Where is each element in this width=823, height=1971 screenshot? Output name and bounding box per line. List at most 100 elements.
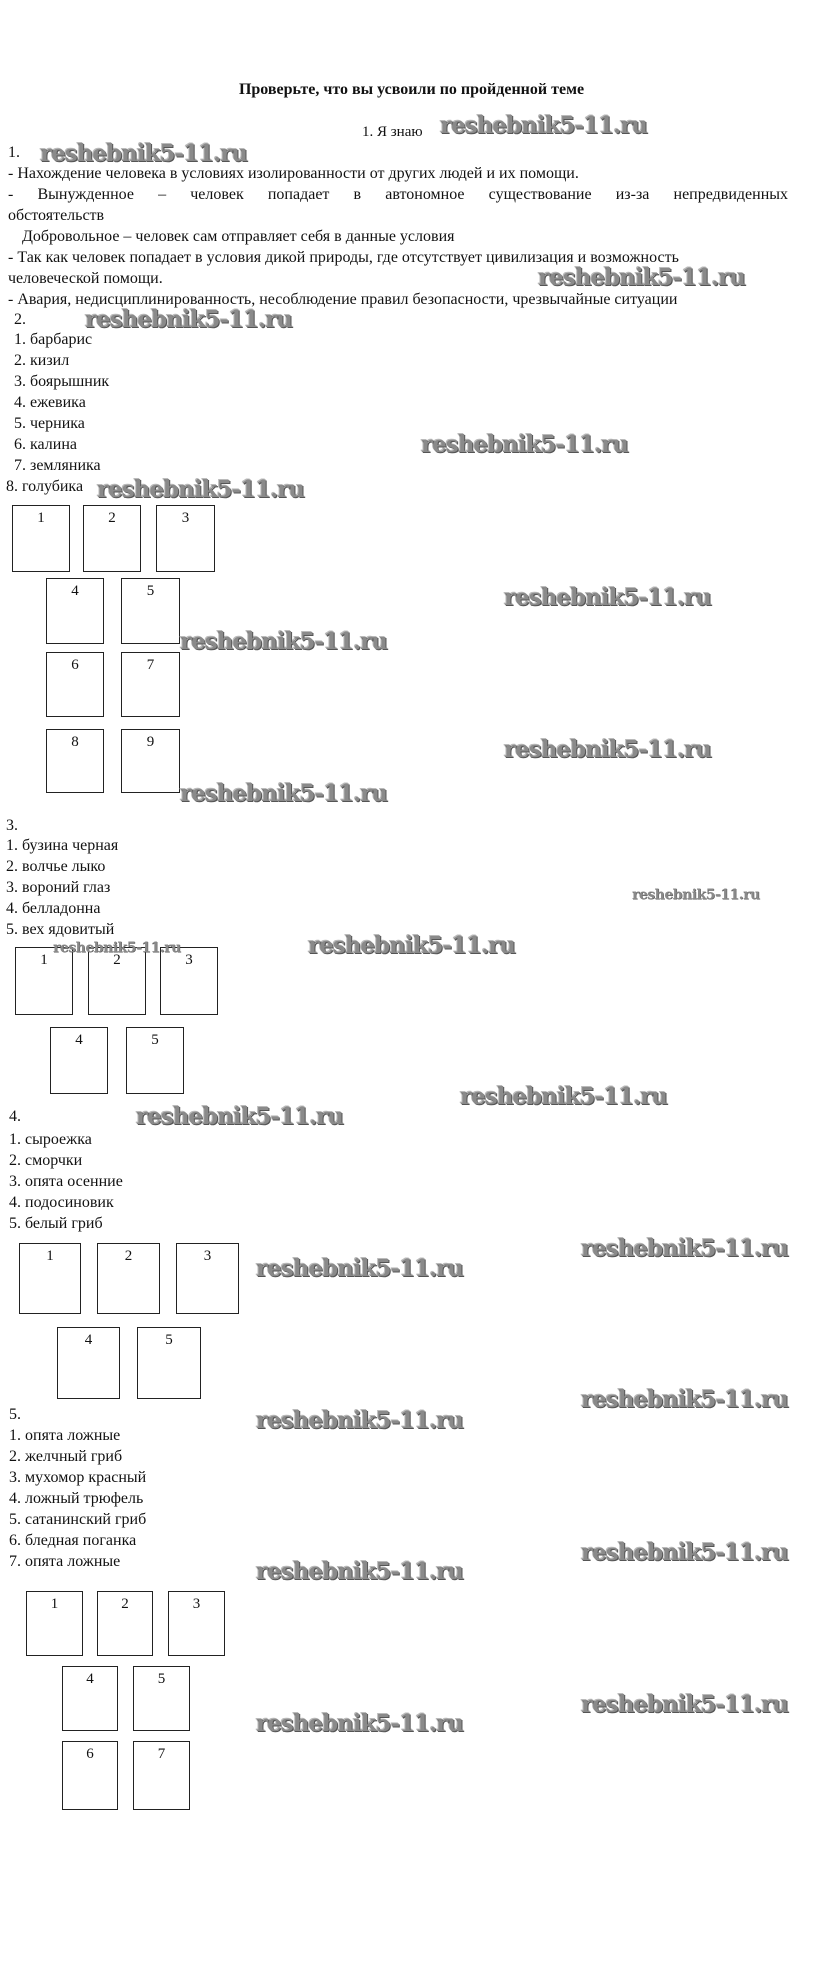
answer-line: человеческой помощи. bbox=[8, 270, 163, 287]
list-item: 2. желчный гриб bbox=[9, 1448, 123, 1465]
watermark: reshebnik5-11.ru bbox=[256, 1255, 464, 1282]
answer-box: 2 bbox=[97, 1591, 153, 1656]
list-item: 5. сатанинский гриб bbox=[9, 1511, 147, 1528]
task-1-answers: - Нахождение человека в условиях изолиро… bbox=[8, 163, 788, 310]
watermark: reshebnik5-11.ru bbox=[180, 780, 388, 807]
list-item: 4. ложный трюфель bbox=[9, 1490, 144, 1507]
task4-number: 4. bbox=[9, 1108, 21, 1125]
box-number: 1 bbox=[37, 510, 45, 526]
list-item: 4. ежевика bbox=[14, 394, 86, 411]
answer-box: 3 bbox=[168, 1591, 225, 1656]
task2-number: 2. bbox=[14, 311, 26, 328]
list-item: 3. боярышник bbox=[14, 373, 110, 390]
answer-box: 3 bbox=[176, 1243, 239, 1314]
answer-box: 7 bbox=[121, 652, 180, 717]
answer-box: 1 bbox=[19, 1243, 81, 1314]
watermark: reshebnik5-11.ru bbox=[504, 736, 712, 763]
list-item: 6. калина bbox=[14, 436, 77, 453]
box-number: 3 bbox=[203, 1248, 212, 1264]
list-item: 7. опята ложные bbox=[9, 1553, 121, 1570]
box-number: 5 bbox=[146, 583, 155, 599]
watermark: reshebnik5-11.ru bbox=[581, 1386, 789, 1413]
watermark: reshebnik5-11.ru bbox=[581, 1691, 789, 1718]
answer-box: 5 bbox=[121, 578, 180, 644]
list-item: 2. волчье лыко bbox=[6, 858, 106, 875]
box-number: 6 bbox=[86, 1746, 94, 1762]
list-item: 3. вороний глаз bbox=[6, 879, 111, 896]
list-item: 1. сыроежка bbox=[9, 1131, 92, 1148]
watermark: reshebnik5-11.ru bbox=[256, 1710, 464, 1737]
box-number: 1 bbox=[50, 1596, 59, 1612]
box-number: 3 bbox=[181, 510, 190, 526]
box-number: 2 bbox=[108, 510, 116, 526]
answer-box: 6 bbox=[46, 652, 104, 717]
answer-box: 2 bbox=[83, 505, 141, 572]
answer-box: 4 bbox=[46, 578, 104, 644]
box-number: 4 bbox=[71, 583, 79, 599]
answer-box: 7 bbox=[133, 1741, 190, 1810]
answer-box: 8 bbox=[46, 729, 104, 793]
page-title: Проверьте, что вы усвоили по пройденной … bbox=[238, 81, 585, 98]
list-item: 5. белый гриб bbox=[9, 1215, 103, 1232]
watermark: reshebnik5-11.ru bbox=[460, 1083, 668, 1110]
list-item: 6. бледная поганка bbox=[9, 1532, 137, 1549]
box-number: 1 bbox=[46, 1248, 54, 1264]
answer-line: Добровольное – человек сам отправляет се… bbox=[22, 228, 455, 245]
list-item: 2. сморчки bbox=[9, 1152, 83, 1169]
watermark: reshebnik5-11.ru bbox=[308, 932, 516, 959]
task3-number: 3. bbox=[6, 817, 18, 834]
box-number: 4 bbox=[86, 1671, 94, 1687]
task5-number: 5. bbox=[9, 1406, 21, 1423]
list-item: 1. барбарис bbox=[14, 331, 93, 348]
list-item: 1. бузина черная bbox=[6, 837, 119, 854]
box-number: 9 bbox=[146, 734, 155, 750]
box-number: 5 bbox=[157, 1671, 166, 1687]
answer-box: 9 bbox=[121, 729, 180, 793]
answer-box: 2 bbox=[97, 1243, 160, 1314]
section-heading: 1. Я знаю bbox=[362, 124, 423, 140]
box-number: 8 bbox=[71, 734, 79, 750]
watermark: reshebnik5-11.ru bbox=[97, 476, 305, 503]
watermark: reshebnik5-11.ru bbox=[632, 887, 760, 903]
watermark: reshebnik5-11.ru bbox=[504, 584, 712, 611]
answer-line: - Так как человек попадает в условия дик… bbox=[8, 249, 679, 266]
answer-box: 5 bbox=[137, 1327, 201, 1399]
answer-box: 3 bbox=[160, 947, 218, 1015]
box-number: 5 bbox=[151, 1032, 159, 1048]
watermark: reshebnik5-11.ru bbox=[40, 140, 248, 167]
box-number: 4 bbox=[84, 1332, 93, 1348]
list-item: 7. земляника bbox=[14, 457, 101, 474]
watermark: reshebnik5-11.ru bbox=[538, 264, 746, 291]
answer-box: 6 bbox=[62, 1741, 118, 1810]
box-number: 2 bbox=[121, 1596, 129, 1612]
answer-box: 3 bbox=[156, 505, 215, 572]
answer-box: 5 bbox=[133, 1666, 190, 1731]
answer-line: обстоятельств bbox=[8, 207, 105, 224]
task-1-number: 1. bbox=[8, 144, 20, 161]
watermark: reshebnik5-11.ru bbox=[581, 1235, 789, 1262]
answer-line: - Нахождение человека в условиях изолиро… bbox=[8, 165, 579, 182]
list-item: 3. мухомор красный bbox=[9, 1469, 147, 1486]
watermark: reshebnik5-11.ru bbox=[581, 1539, 789, 1566]
box-number: 6 bbox=[71, 657, 79, 673]
answer-box: 5 bbox=[126, 1027, 184, 1094]
watermark: reshebnik5-11.ru bbox=[440, 112, 648, 139]
box-number: 3 bbox=[192, 1596, 201, 1612]
answer-box: 1 bbox=[26, 1591, 83, 1656]
list-item: 2. кизил bbox=[14, 352, 70, 369]
list-item: 5. черника bbox=[14, 415, 85, 432]
watermark: reshebnik5-11.ru bbox=[180, 628, 388, 655]
answer-box: 4 bbox=[62, 1666, 118, 1731]
watermark: reshebnik5-11.ru bbox=[85, 306, 293, 333]
answer-box: 1 bbox=[12, 505, 70, 572]
answer-box: 4 bbox=[57, 1327, 120, 1399]
box-number: 2 bbox=[113, 952, 121, 968]
answer-box: 2 bbox=[88, 947, 146, 1015]
list-item: 4. подосиновик bbox=[9, 1194, 114, 1211]
box-number: 7 bbox=[146, 657, 155, 673]
answer-box: 1 bbox=[15, 947, 73, 1015]
box-number: 5 bbox=[165, 1332, 173, 1348]
answer-box: 4 bbox=[50, 1027, 108, 1094]
answer-line: - Авария, недисциплинированность, несобл… bbox=[8, 291, 678, 308]
box-number: 3 bbox=[185, 952, 193, 968]
